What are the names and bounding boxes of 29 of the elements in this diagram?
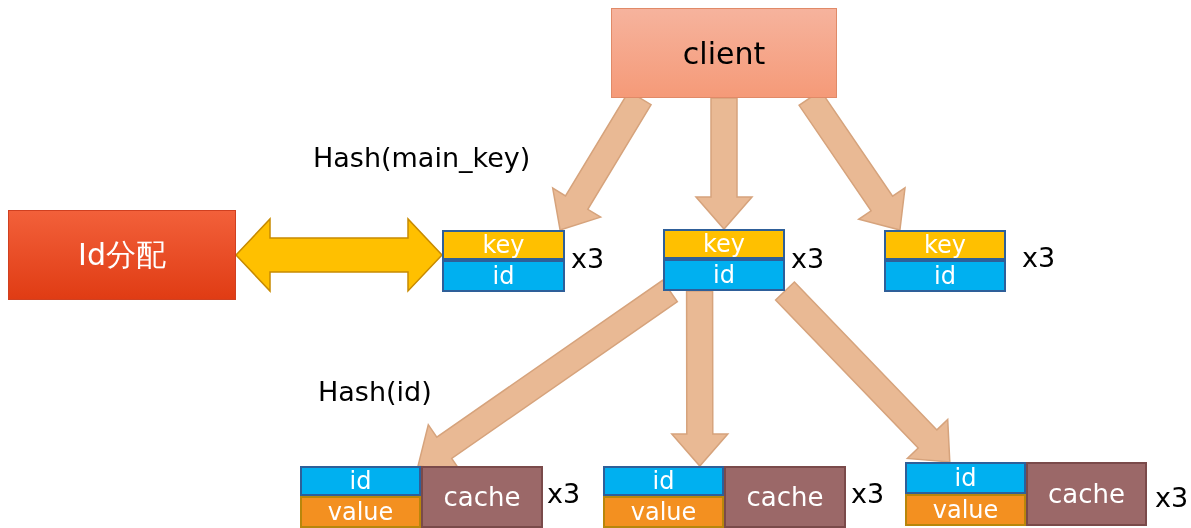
- key-field: key: [442, 230, 565, 260]
- id-field: id: [905, 462, 1026, 494]
- client-box: client: [611, 8, 837, 98]
- key-field: key: [663, 229, 785, 259]
- id-field: id: [603, 466, 724, 496]
- multiplier-label: x3: [547, 478, 581, 510]
- multiplier-label: x3: [571, 243, 605, 275]
- cache-field: cache: [724, 466, 846, 528]
- cache-field: cache: [421, 466, 543, 528]
- double-block-arrow: [234, 217, 444, 293]
- key-field: key: [884, 230, 1006, 260]
- value-field: value: [603, 496, 724, 528]
- id-field: id: [884, 260, 1006, 292]
- value-field: value: [300, 496, 421, 528]
- allocator-box: Id分配: [8, 210, 236, 300]
- block-arrow: [774, 280, 951, 463]
- hash-function-label: Hash(id): [318, 376, 432, 408]
- multiplier-label: x3: [791, 243, 825, 275]
- multiplier-label: x3: [1022, 242, 1056, 274]
- id-field: id: [442, 260, 565, 292]
- hash-function-label: Hash(main_key): [313, 142, 531, 174]
- multiplier-label: x3: [1155, 482, 1189, 514]
- value-field: value: [905, 494, 1026, 526]
- block-arrow: [670, 290, 730, 468]
- multiplier-label: x3: [851, 478, 885, 510]
- id-field: id: [300, 466, 421, 496]
- block-arrow: [694, 97, 754, 231]
- cache-field: cache: [1026, 462, 1147, 526]
- id-field: id: [663, 259, 785, 291]
